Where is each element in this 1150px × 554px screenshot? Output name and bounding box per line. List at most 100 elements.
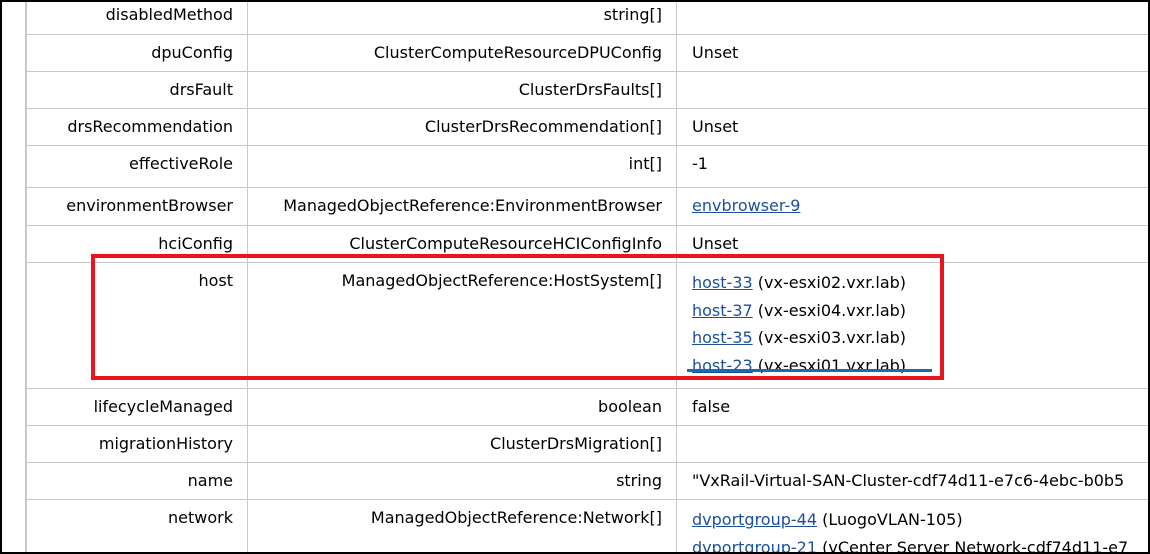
property-value-cell: Unset xyxy=(676,34,1148,72)
property-type-cell: ManagedObjectReference:Network[] xyxy=(247,499,677,552)
property-name-cell: network xyxy=(26,499,248,552)
value-link[interactable]: host-23 xyxy=(692,355,753,375)
property-type-cell: ClusterDrsMigration[] xyxy=(247,425,677,463)
property-type: boolean xyxy=(598,397,662,416)
value-line: dvportgroup-21 (vCenter Server Network-c… xyxy=(692,534,1148,554)
property-row-host: host ManagedObjectReference:HostSystem[] h… xyxy=(26,262,1149,389)
property-row-network: network ManagedObjectReference:Network[] d… xyxy=(26,499,1148,554)
value-text: (LuogoVLAN-105) xyxy=(822,510,963,529)
property-value-cell: host-33 (vx-esxi02.vxr.lab)host-37 (vx-e… xyxy=(676,262,1149,389)
value-text: Unset xyxy=(692,43,739,62)
property-type-cell: ClusterDrsRecommendation[] xyxy=(247,108,677,146)
property-name: network xyxy=(168,508,233,527)
value-link[interactable]: host-35 xyxy=(692,328,753,347)
property-name-cell: environmentBrowser xyxy=(26,187,248,226)
property-value: Unset xyxy=(678,110,1149,145)
property-value: "VxRail-Virtual-SAN-Cluster-cdf74d11-e7c… xyxy=(678,464,1149,499)
property-name: drsFault xyxy=(169,80,233,99)
value-link[interactable]: dvportgroup-44 xyxy=(692,510,818,529)
value-line: "VxRail-Virtual-SAN-Cluster-cdf74d11-e7c… xyxy=(692,471,1124,490)
value-link[interactable]: host-37 xyxy=(692,300,753,320)
property-name-cell: name xyxy=(26,462,248,500)
value-link[interactable]: dvportgroup-21 xyxy=(692,537,818,554)
value-text: (vx-esxi01.vxr.lab) xyxy=(757,355,907,375)
property-row-name: name string "VxRail-Virtual-SAN-Cluster-cd… xyxy=(26,462,1149,500)
property-type: ManagedObjectReference:Network[] xyxy=(370,508,662,527)
property-value: host-33 (vx-esxi02.vxr.lab)host-37 (vx-e… xyxy=(678,264,1149,386)
value-line: dvportgroup-44 (LuogoVLAN-105) xyxy=(692,506,1148,534)
property-name: host xyxy=(198,271,233,290)
value-text: Unset xyxy=(692,117,739,136)
property-value xyxy=(678,73,1149,85)
property-row-drsFault: drsFault ClusterDrsFaults[] xyxy=(26,71,1149,109)
value-line: host-35 (vx-esxi03.vxr.lab) xyxy=(692,324,1148,352)
property-name-cell: dpuConfig xyxy=(26,34,248,72)
property-value xyxy=(678,427,1149,439)
property-name-cell: drsRecommendation xyxy=(26,108,248,146)
value-line: host-33 (vx-esxi02.vxr.lab) xyxy=(692,269,1148,297)
value-text: (vx-esxi04.vxr.lab) xyxy=(757,300,907,320)
value-line: Unset xyxy=(692,117,738,136)
value-text: Unset xyxy=(692,234,739,253)
property-type-cell: string[] xyxy=(247,2,677,35)
property-name-cell: hciConfig xyxy=(26,225,248,263)
property-type: ClusterDrsMigration[] xyxy=(490,434,662,453)
property-type: ClusterComputeResourceHCIConfigInfo xyxy=(349,234,662,253)
property-type: ClusterDrsFaults[] xyxy=(518,80,662,99)
property-type-cell: ClusterComputeResourceHCIConfigInfo xyxy=(247,225,677,263)
property-row-disabledMethod: disabledMethod string[] xyxy=(26,2,1149,35)
value-line: envbrowser-9 xyxy=(692,196,800,215)
property-name-cell: lifecycleManaged xyxy=(26,388,248,426)
property-type-cell: string xyxy=(247,462,677,500)
property-name-cell: disabledMethod xyxy=(26,2,248,35)
property-value-cell xyxy=(676,425,1149,463)
property-row-lifecycleManaged: lifecycleManaged boolean false xyxy=(26,388,1148,426)
property-name-cell: host xyxy=(26,262,248,389)
property-name: disabledMethod xyxy=(105,5,233,24)
property-name: name xyxy=(187,471,233,490)
property-type-cell: ManagedObjectReference:EnvironmentBrowse… xyxy=(247,187,677,226)
property-value: Unset xyxy=(678,227,1149,262)
value-text: "VxRail-Virtual-SAN-Cluster-cdf74d11-e7c… xyxy=(692,471,1125,490)
property-name-cell: drsFault xyxy=(26,71,248,109)
property-name: hciConfig xyxy=(158,234,233,253)
property-value-cell: Unset xyxy=(676,108,1149,146)
property-name: environmentBrowser xyxy=(66,196,233,215)
property-row-dpuConfig: dpuConfig ClusterComputeResourceDPUConfig… xyxy=(26,34,1148,72)
property-type-cell: ClusterComputeResourceDPUConfig xyxy=(247,34,677,72)
value-line: host-37 (vx-esxi04.vxr.lab) xyxy=(692,297,1148,325)
left-gutter xyxy=(4,2,26,552)
property-value-cell xyxy=(676,71,1149,109)
property-value-cell: Unset xyxy=(676,225,1149,263)
value-text: (vx-esxi03.vxr.lab) xyxy=(757,328,907,347)
property-value: -1 xyxy=(678,147,1149,183)
property-name: migrationHistory xyxy=(98,434,233,453)
value-link[interactable]: host-33 xyxy=(692,273,753,292)
property-value-cell: false xyxy=(676,388,1148,426)
property-type-cell: int[] xyxy=(247,145,677,188)
property-type-cell: boolean xyxy=(247,388,677,426)
property-type: ManagedObjectReference:EnvironmentBrowse… xyxy=(283,196,662,215)
value-line: -1 xyxy=(692,154,708,173)
property-type-cell: ManagedObjectReference:HostSystem[] xyxy=(247,262,677,389)
property-type: ClusterComputeResourceDPUConfig xyxy=(373,43,662,62)
property-name: lifecycleManaged xyxy=(93,397,233,416)
property-type-cell: ClusterDrsFaults[] xyxy=(247,71,677,109)
property-value xyxy=(678,2,1149,9)
value-link[interactable]: envbrowser-9 xyxy=(692,196,801,215)
value-line: false xyxy=(692,397,730,416)
property-value-cell: dvportgroup-44 (LuogoVLAN-105)dvportgrou… xyxy=(676,499,1148,554)
property-row-hciConfig: hciConfig ClusterComputeResourceHCIConfig… xyxy=(26,225,1149,263)
value-text: -1 xyxy=(692,154,708,173)
property-value: envbrowser-9 xyxy=(678,189,1149,225)
property-type: string[] xyxy=(603,5,662,24)
property-name-cell: migrationHistory xyxy=(26,425,248,463)
property-type: ManagedObjectReference:HostSystem[] xyxy=(341,271,662,290)
value-line: host-23 (vx-esxi01.vxr.lab) xyxy=(692,352,1148,380)
property-type: ClusterDrsRecommendation[] xyxy=(424,117,662,136)
value-line: Unset xyxy=(692,43,738,62)
